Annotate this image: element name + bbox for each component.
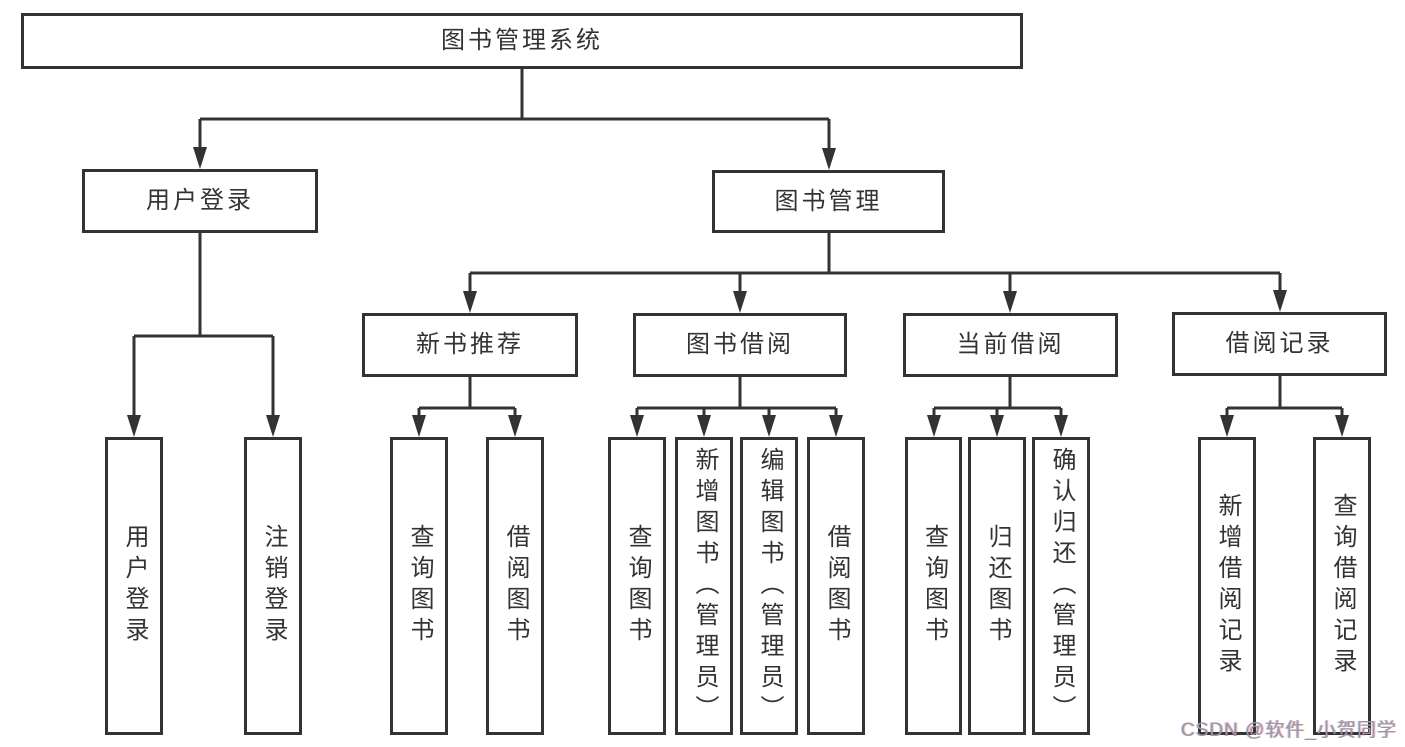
node-book-management: 图书管理: [712, 170, 945, 233]
leaf-user-login: 用户登录: [105, 437, 163, 735]
leaf-query-book-3: 查询图书: [905, 437, 962, 735]
leaf-query-book-1: 查询图书: [390, 437, 448, 735]
node-current-borrow: 当前借阅: [903, 313, 1118, 377]
node-new-book-recommend: 新书推荐: [362, 313, 578, 377]
node-root-system: 图书管理系统: [21, 13, 1023, 69]
leaf-confirm-return-admin: 确认归还（管理员）: [1032, 437, 1090, 735]
leaf-edit-book-admin: 编辑图书（管理员）: [740, 437, 798, 735]
arrowheads: [127, 147, 1349, 437]
leaf-add-borrow-record: 新增借阅记录: [1198, 437, 1256, 735]
leaf-borrow-book-1: 借阅图书: [486, 437, 544, 735]
leaf-query-borrow-record: 查询借阅记录: [1313, 437, 1371, 735]
leaf-return-book: 归还图书: [968, 437, 1026, 735]
watermark-text: CSDN @软件_小贺同学: [1181, 720, 1397, 741]
node-book-borrow: 图书借阅: [633, 313, 847, 377]
leaf-borrow-book-2: 借阅图书: [807, 437, 865, 735]
leaf-add-book-admin: 新增图书（管理员）: [675, 437, 733, 735]
node-borrow-records: 借阅记录: [1172, 312, 1387, 376]
node-user-login-module: 用户登录: [82, 169, 318, 233]
leaf-query-book-2: 查询图书: [608, 437, 666, 735]
leaf-logout: 注销登录: [244, 437, 302, 735]
